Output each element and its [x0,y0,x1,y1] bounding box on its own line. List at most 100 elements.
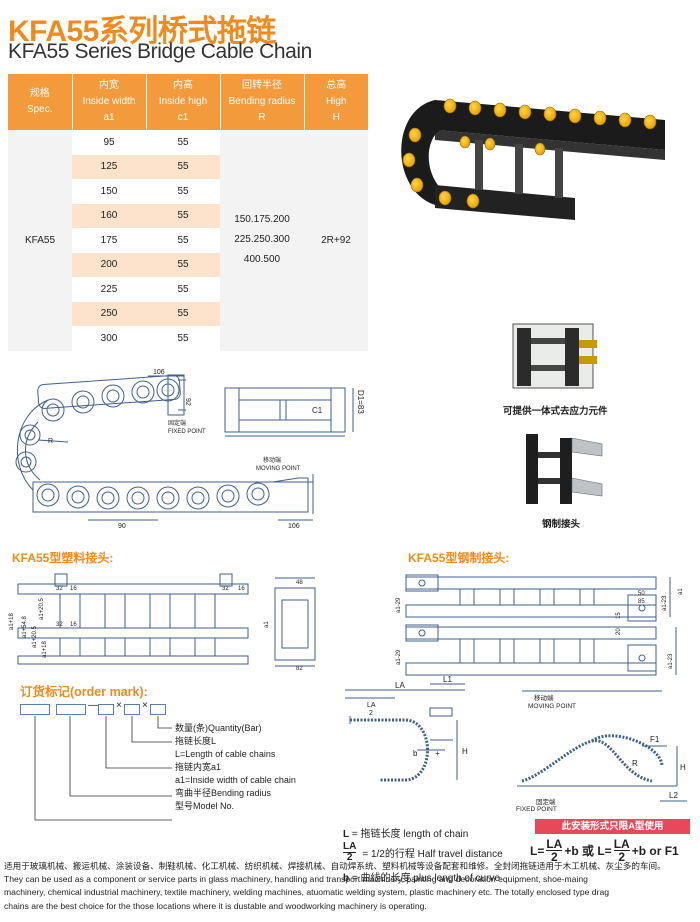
width-cell: 95 [72,130,146,155]
order-sep-x: × [116,700,122,711]
steel-joint-caption: 钢制接头 [542,519,581,530]
type-a-only-band: 此安装形式只限A型使用 [535,819,690,834]
pj-dim: 16 [70,622,77,628]
dim-d1: D1=83 [356,390,365,414]
radius-label: R [48,438,53,445]
type-a-fixed-cn: 固定端 [536,797,556,806]
chain-side-view-drawing: 106 92 固定端 FIXED POINT 移动端 MOVING POINT … [15,369,314,530]
order-line: 数量(条)Quantity(Bar) [175,723,262,733]
width-cell: 125 [72,154,146,179]
order-line: a1=Inside width of cable chain [175,775,296,785]
radius-cell: 150.175.200 225.250.300 400.500 [220,130,304,351]
footer-line: They can be used as a component or servi… [4,874,588,885]
diagram-l1: L1 [443,675,452,684]
pj-dim: a1+54.8 [22,615,28,638]
order-mark-heading: 订货标记(order mark): [20,685,148,699]
high-cell: 55 [146,228,220,253]
legend-la: LA 2 = 1/2的行程 Half travel distance [343,841,503,863]
order-sep-x: × [142,700,148,711]
total-height-cell: 2R+92 [304,130,368,351]
footer-line: machinery, chemical industrial machinery… [4,887,610,898]
order-box-radius [56,704,86,715]
fixed-point-cn: 固定端 [168,419,186,427]
spec-cell: KFA55 [8,130,72,351]
order-line: 弯曲半径Bending radius [175,788,272,798]
sj-dim: 50 [638,591,645,597]
diagram-la: LA [395,681,405,690]
high-cell: 55 [146,154,220,179]
application-notes: 适用于玻璃机械、搬运机械、涂装设备、制鞋机械、化工机械、纺织机械、焊接机械、自动… [4,860,696,913]
moving-point-en: MOVING POINT [256,466,301,472]
pj-dim: 32 [56,586,63,592]
steel-joint-heading: KFA55型钢制接头: [408,551,510,565]
sj-dim: a1-23 [668,653,674,669]
pj-dim: 16 [70,586,77,592]
width-cell: 160 [72,203,146,228]
sj-dim: a1-23 [662,595,668,611]
page-title-cn: KFA55系列桥式拖链 [8,15,276,48]
type-a-moving-en: MOVING POINT [528,703,576,710]
page-title-en: KFA55 Series Bridge Cable Chain [8,40,312,63]
high-cell: 55 [146,252,220,277]
plastic-joint-drawing: 32 16 32 16 32 16 48 82 a1+18 a1+20.5 a1… [9,573,316,672]
fixed-point-en: FIXED POINT [168,429,206,435]
length-formula: L= LA 2 +b 或 L= LA 2 +b or F1 [530,837,679,864]
pj-dim: a1+20.5 [39,597,45,620]
width-cell: 175 [72,228,146,253]
high-cell: 55 [146,203,220,228]
stress-relief-element-photo [512,323,597,389]
order-mark-legend: 数量(条)Quantity(Bar) 拖链长度L L=Length of cab… [175,722,296,813]
footer-line: 适用于玻璃机械、搬运机械、涂装设备、制鞋机械、化工机械、纺织机械、焊接机械、自动… [4,861,666,871]
diagram-la-half: LA [367,702,376,709]
legend-l: L = 拖链长度 length of chain [343,829,469,840]
width-cell: 200 [72,252,146,277]
high-cell: 55 [146,130,220,155]
high-cell: 55 [146,277,220,302]
high-cell: 55 [146,301,220,326]
diagram-h: H [462,747,468,756]
order-line: L=Length of cable chains [175,749,276,759]
order-line: 型号Model No. [175,801,235,811]
order-box-width [98,704,114,715]
type-a-r: R [632,759,638,768]
moving-point-cn: 移动端 [263,456,281,464]
type-a-l2: L2 [669,791,678,800]
dim-c1: C1 [312,406,323,415]
sj-dim: 85 [638,599,645,605]
high-cell: 55 [146,179,220,204]
type-a-f1: F1 [650,735,660,744]
sj-dim: a1-29 [396,597,402,613]
pj-dim: a1+18 [42,640,48,658]
width-cell: 225 [72,277,146,302]
dim-106-bottom: 106 [288,523,300,530]
order-line: 拖链长度L [175,736,217,746]
cable-chain-photo [401,98,665,220]
sj-dim: 15 [616,612,622,619]
pj-dim: 16 [238,586,245,592]
type-a-moving-cn: 移动端 [534,693,554,702]
sj-dim: a1 [678,588,684,595]
steel-joint-drawing: a1-29 a1-23 a1-29 a1-23 50 85 15 20 a1 [396,574,684,676]
chain-cross-section-drawing: C1 D1=83 [224,387,365,437]
plastic-joint-heading: KFA55型塑料接头: [12,551,114,565]
width-cell: 300 [72,326,146,351]
order-box-model [20,704,50,715]
footer-line: chains are the best choice for the those… [4,900,427,911]
sj-dim: a1-29 [396,649,402,665]
pj-dim: 32 [222,586,229,592]
type-a-diagram: 移动端 MOVING POINT 固定端 FIXED POINT F1 H L2… [516,690,687,813]
diagram-b: b [413,749,418,758]
type-a-fixed-en: FIXED POINT [516,806,557,813]
order-box-length [124,704,140,715]
